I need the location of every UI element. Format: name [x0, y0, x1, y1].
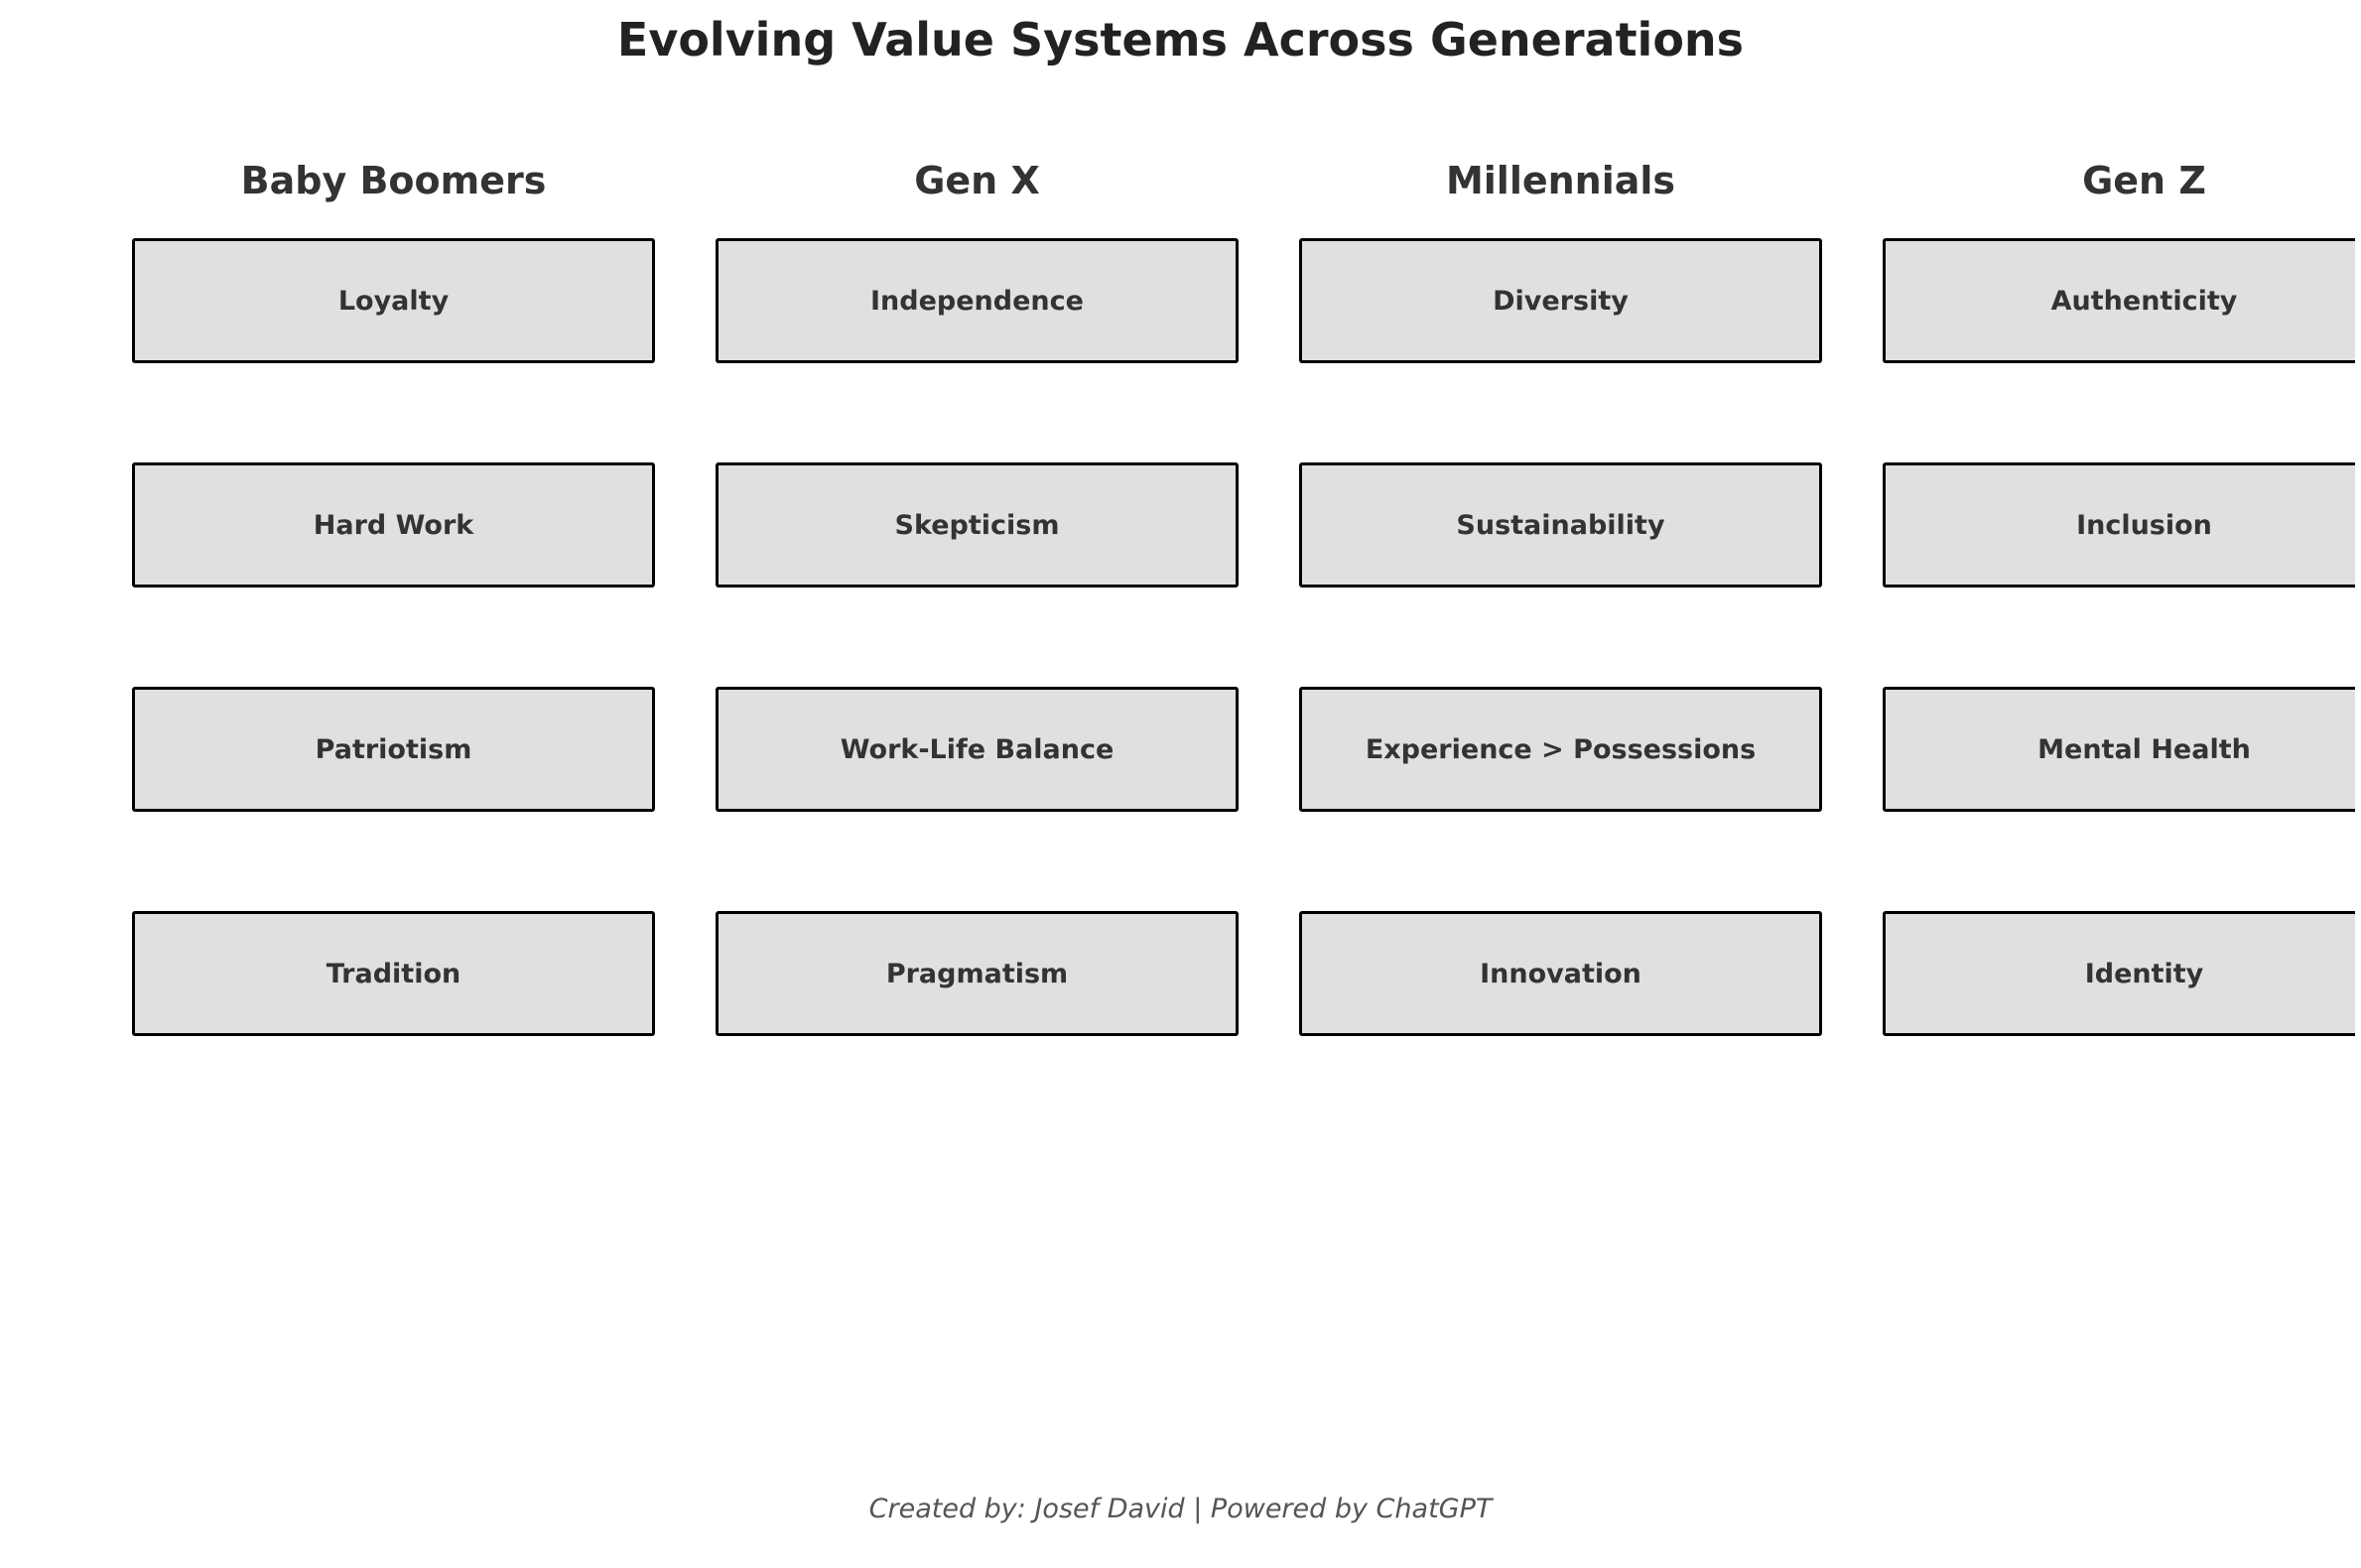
value-box: Work-Life Balance — [716, 687, 1239, 812]
diagram-title: Evolving Value Systems Across Generation… — [616, 13, 1745, 66]
generation-column-gen-x: Gen X Independence Skepticism Work-Life … — [716, 149, 1239, 1135]
generation-header: Baby Boomers — [240, 159, 547, 202]
generation-column-gen-z: Gen Z Authenticity Inclusion Mental Heal… — [1883, 149, 2361, 1135]
value-box: Pragmatism — [716, 911, 1239, 1036]
value-box: Loyalty — [132, 238, 655, 363]
generation-header: Gen Z — [2082, 159, 2206, 202]
value-box: Identity — [1883, 911, 2361, 1036]
value-box: Patriotism — [132, 687, 655, 812]
value-box: Authenticity — [1883, 238, 2361, 363]
value-box: Sustainability — [1299, 462, 1822, 588]
value-box: Inclusion — [1883, 462, 2361, 588]
generation-header: Gen X — [914, 159, 1040, 202]
right-edge-mask — [2355, 0, 2361, 1568]
value-box: Skepticism — [716, 462, 1239, 588]
value-box: Independence — [716, 238, 1239, 363]
value-box: Diversity — [1299, 238, 1822, 363]
value-box: Innovation — [1299, 911, 1822, 1036]
value-box: Experience > Possessions — [1299, 687, 1822, 812]
value-box: Mental Health — [1883, 687, 2361, 812]
generation-column-baby-boomers: Baby Boomers Loyalty Hard Work Patriotis… — [132, 149, 655, 1135]
credit-footer: Created by: Josef David | Powered by Cha… — [868, 1494, 1493, 1524]
generation-column-millennials: Millennials Diversity Sustainability Exp… — [1299, 149, 1822, 1135]
value-box: Tradition — [132, 911, 655, 1036]
value-box: Hard Work — [132, 462, 655, 588]
generation-header: Millennials — [1445, 159, 1676, 202]
